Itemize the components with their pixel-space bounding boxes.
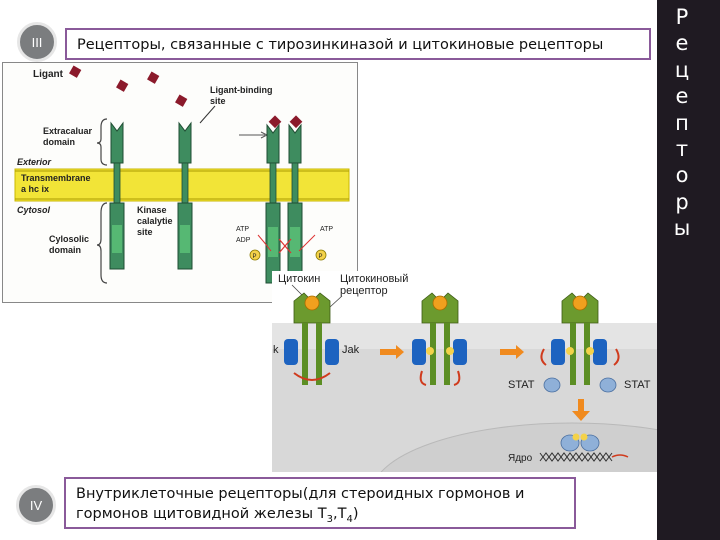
phospho-arrow bbox=[257, 234, 272, 252]
label-cytosolic-1: Cylosolic bbox=[49, 234, 89, 244]
label-kinase-3: site bbox=[137, 227, 153, 237]
ligand-diamond bbox=[116, 79, 129, 92]
activation-arrow bbox=[293, 372, 331, 381]
section-number-top: III bbox=[17, 22, 57, 62]
to-nucleus-arrow bbox=[572, 399, 590, 421]
label-exterior: Exterior bbox=[17, 157, 52, 167]
cytokine-receptor-3 bbox=[540, 292, 620, 421]
rtk-diagram: Ligant Ligant-binding site Extracaluar d… bbox=[2, 62, 358, 303]
label-jak: Jak bbox=[342, 344, 360, 356]
stat-dimer-on-dna bbox=[539, 433, 629, 462]
label-ligant: Ligant bbox=[33, 69, 64, 80]
label-transmembrane-1: Transmembrane bbox=[21, 173, 91, 183]
step-arrow-2 bbox=[500, 345, 524, 359]
phosphate-label: P bbox=[253, 254, 257, 260]
ligand-diamond bbox=[268, 115, 282, 129]
letter: Р bbox=[675, 5, 689, 29]
brace-cytosolic bbox=[96, 202, 108, 284]
bottom-text-box: Внутриклеточные рецепторы(для стероидных… bbox=[64, 477, 576, 529]
letter: р bbox=[675, 189, 689, 214]
section-number-bottom: IV bbox=[16, 485, 56, 525]
phosphate-left bbox=[249, 249, 261, 261]
phosphate-right bbox=[315, 249, 327, 261]
label-transmembrane-2: a hc ix bbox=[21, 184, 49, 194]
label-cytosolic-2: domain bbox=[49, 245, 81, 255]
letter: е bbox=[675, 84, 689, 109]
receptor-monomer-1 bbox=[109, 121, 125, 270]
jak-stat-svg: Цитокин Цитокиновый рецептор k Jak bbox=[272, 273, 657, 472]
label-kinase-2: calalytie bbox=[137, 216, 173, 226]
label-stat-right: STAT bbox=[624, 379, 651, 391]
letter: е bbox=[675, 31, 689, 56]
label-atp: ATP bbox=[236, 226, 249, 233]
label-binding-site-1: Ligant-binding bbox=[210, 85, 272, 95]
ligand-diamond bbox=[69, 65, 82, 78]
label-atp-right: ATP bbox=[320, 226, 333, 233]
sidebar-band bbox=[657, 0, 720, 540]
phosphate-label: P bbox=[319, 254, 323, 260]
label-binding-site-2: site bbox=[210, 96, 226, 106]
receptor-dimer bbox=[265, 123, 303, 284]
letter: т bbox=[675, 137, 689, 162]
label-cytokine-receptor-1: Цитокиновый bbox=[340, 273, 408, 285]
ligand-diamond bbox=[289, 115, 303, 129]
slide-title-text: Рецепторы, связанные с тирозинкиназой и … bbox=[77, 37, 604, 53]
label-jak-left: k bbox=[273, 344, 279, 356]
label-cytokine-receptor-2: рецептор bbox=[340, 285, 388, 297]
brace-extracellular bbox=[96, 118, 108, 166]
cross-phospho bbox=[278, 238, 292, 254]
label-stat-left: STAT bbox=[508, 379, 535, 391]
rtk-svg: Ligant Ligant-binding site Extracaluar d… bbox=[14, 65, 350, 284]
step-arrow-1 bbox=[380, 345, 404, 359]
pointer-line bbox=[199, 105, 216, 124]
cytokine-receptor-2 bbox=[412, 292, 467, 386]
slide-title: Рецепторы, связанные с тирозинкиназой и … bbox=[65, 28, 651, 60]
label-adp: ADP bbox=[236, 237, 251, 244]
label-extracellular-1: Extracaluar bbox=[43, 126, 93, 136]
phospho-arrow bbox=[298, 234, 316, 252]
jak-stat-diagram: Цитокин Цитокиновый рецептор k Jak bbox=[272, 271, 657, 472]
label-cytosol: Cytosol bbox=[17, 205, 51, 215]
label-nucleus: Ядро bbox=[508, 453, 533, 464]
label-extracellular-2: domain bbox=[43, 137, 75, 147]
letter: ы bbox=[673, 216, 691, 241]
letter: п bbox=[675, 110, 689, 135]
label-kinase-1: Kinase bbox=[137, 205, 167, 215]
receptor-monomer-2 bbox=[177, 121, 193, 270]
letter: ц bbox=[674, 57, 690, 82]
pointer-line bbox=[329, 295, 343, 308]
ligand-diamond bbox=[147, 71, 160, 84]
cytokine-receptor-1 bbox=[284, 292, 339, 385]
label-cytokine: Цитокин bbox=[278, 273, 320, 285]
bottom-text-line2: гормонов щитовидной железы Т3,Т4) bbox=[76, 506, 359, 525]
bottom-text-line1: Внутриклеточные рецепторы(для стероидных… bbox=[76, 486, 525, 502]
ligand-diamond bbox=[175, 94, 188, 107]
vertical-word: Р е ц е п т о р ы bbox=[657, 4, 707, 242]
letter: о bbox=[675, 163, 689, 188]
